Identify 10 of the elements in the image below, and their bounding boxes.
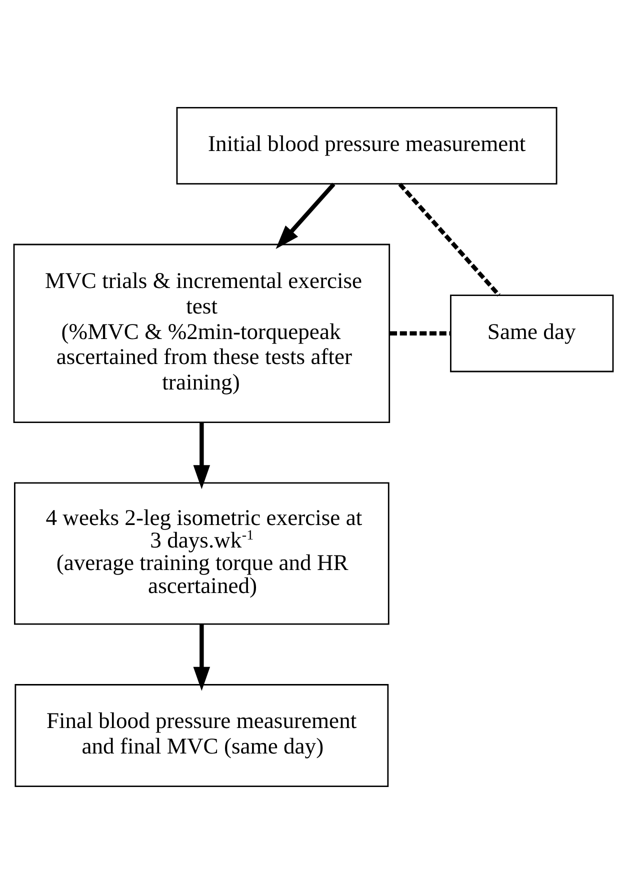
- arrow: [193, 422, 210, 489]
- arrow: [276, 182, 336, 249]
- arrow: [193, 624, 210, 690]
- node-box: Final blood pressure measurement and final MVC (same day): [14, 684, 389, 787]
- connector: [398, 182, 500, 296]
- node-box: 4 weeks 2-leg isometric exercise at 3 days.wk$^{-1}$ (average training torque and HR ascertained): [14, 482, 390, 624]
- connector: [390, 330, 450, 336]
- node-box: MVC trials & incremental exercise test (%MVC & %2min-torquepeak ascertained from these tests after training): [13, 243, 390, 422]
- node-box: Same day: [450, 294, 614, 372]
- node-box: Initial blood pressure measurement: [176, 106, 558, 184]
